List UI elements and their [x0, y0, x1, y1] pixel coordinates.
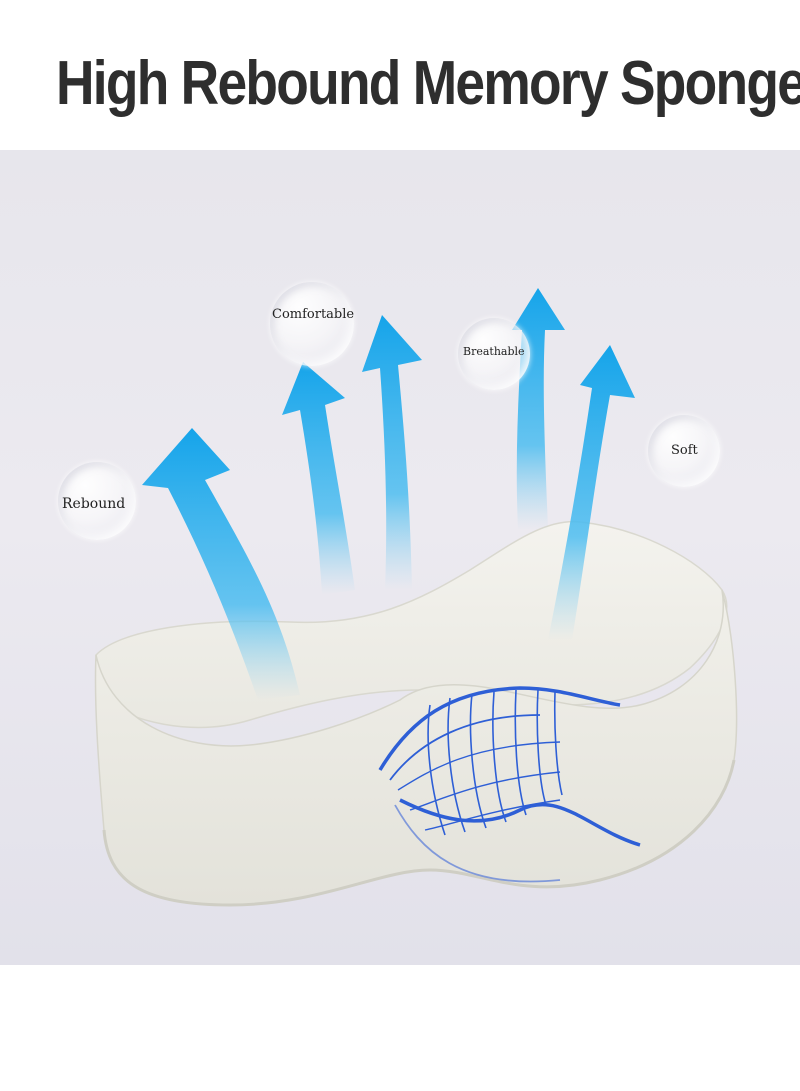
elastic-mesh-icon — [378, 686, 641, 883]
airflow-arrow-icon — [142, 428, 300, 700]
airflow-arrow-icon — [548, 345, 635, 640]
breathable-bubble — [458, 318, 530, 390]
airflow-arrow-icon — [362, 315, 422, 590]
feature-label-rebound: Rebound — [62, 496, 126, 512]
feature-label-breathable: Breathable — [463, 345, 525, 358]
comfortable-bubble — [270, 282, 354, 366]
pillow-edge-shadow — [102, 759, 736, 907]
feature-label-soft: Soft — [671, 443, 698, 458]
rebound-bubble — [58, 462, 136, 540]
airflow-arrow-icon — [282, 362, 355, 595]
soft-bubble — [648, 415, 720, 487]
memory-foam-pillow — [94, 520, 738, 907]
page-title: High Rebound Memory Sponge — [56, 49, 800, 118]
airflow-arrow-icon — [512, 288, 565, 530]
feature-label-comfortable: Comfortable — [272, 307, 355, 322]
